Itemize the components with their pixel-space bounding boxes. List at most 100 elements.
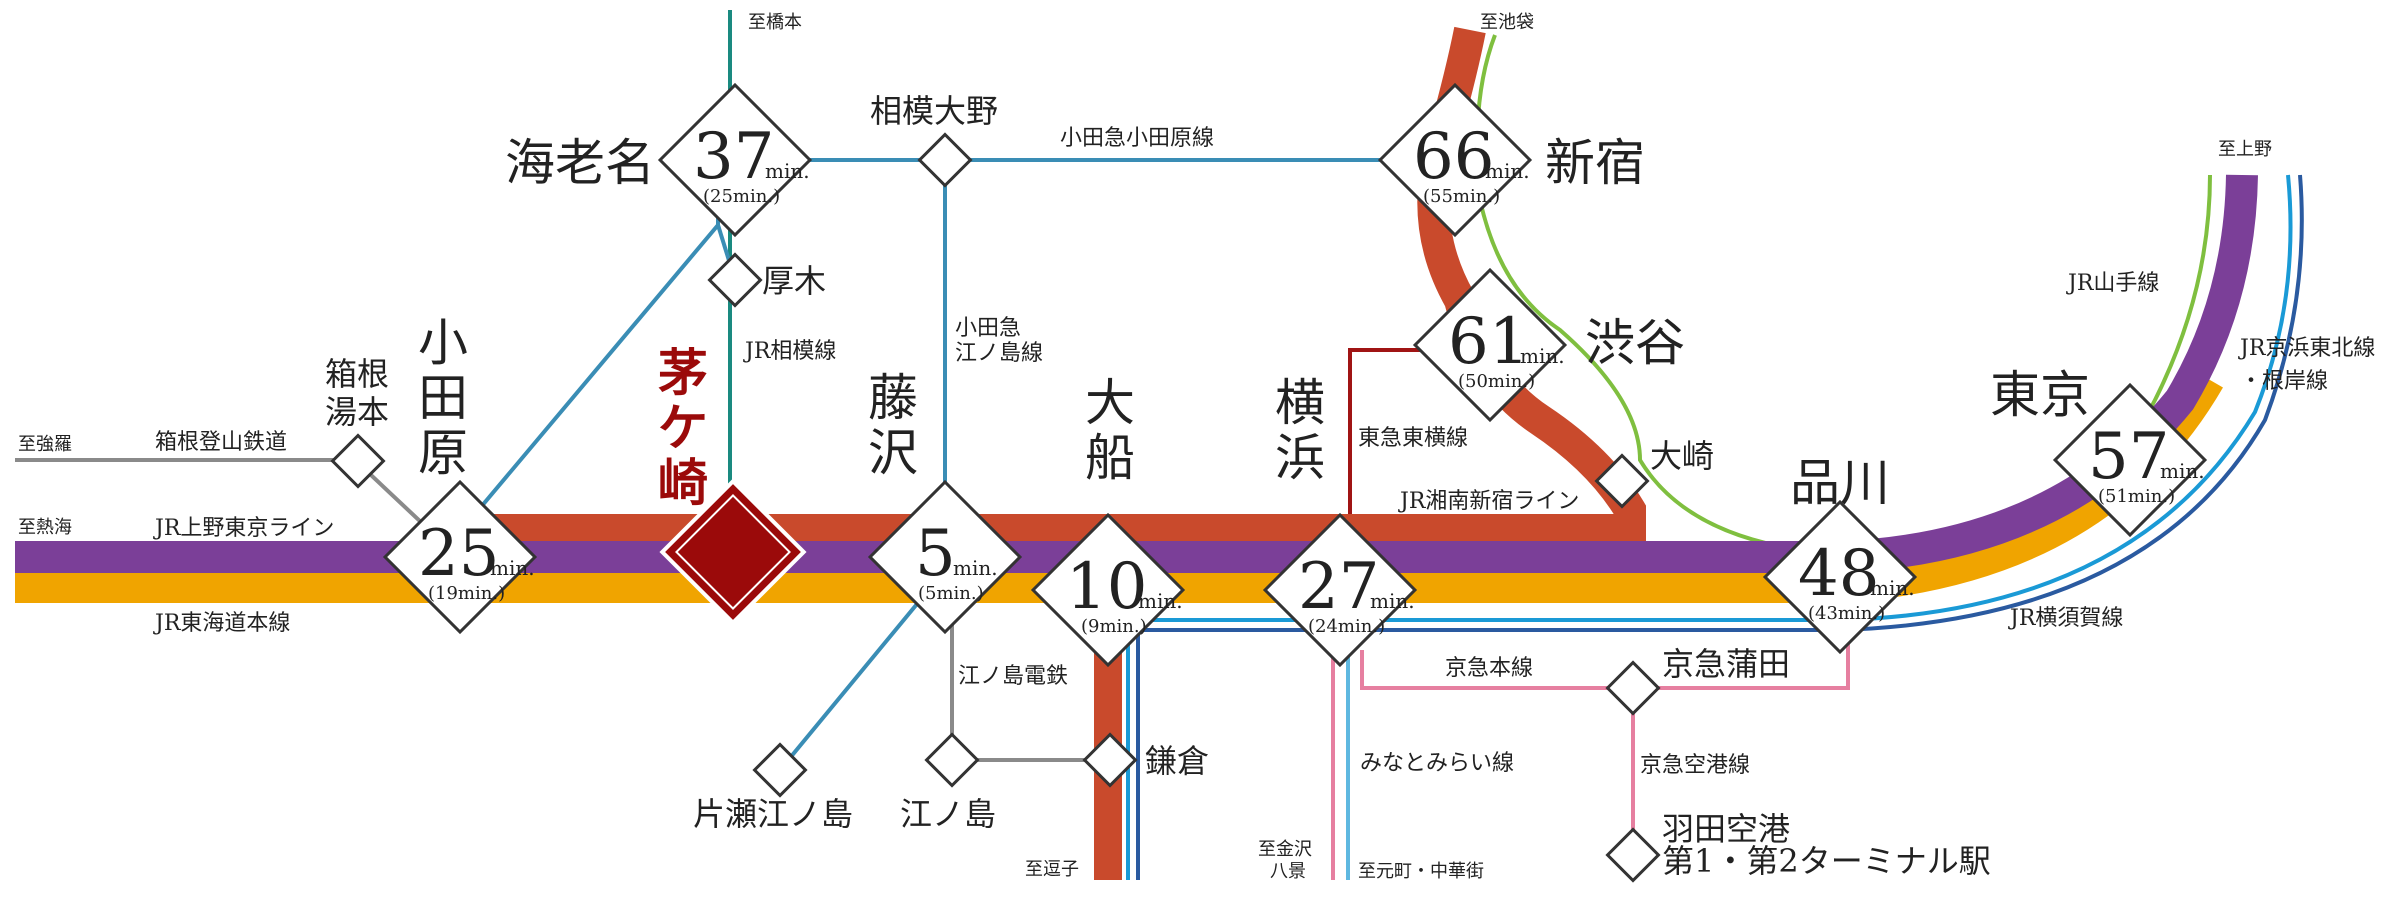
station-katase-enoshima: 片瀬江ノ島 xyxy=(693,795,853,833)
svg-text:min.: min. xyxy=(490,556,535,580)
label-odakyu-enoshima-1: 小田急 xyxy=(955,316,1021,341)
station-marker-keikyu-kamata[interactable] xyxy=(1605,660,1661,716)
jr-keihin-tohoku-line xyxy=(1126,174,2293,880)
svg-text:25: 25 xyxy=(418,517,499,591)
svg-text:min.: min. xyxy=(765,159,810,183)
time-badge-shibuya[interactable]: 61 min. (50min.) xyxy=(1412,267,1568,423)
small-station-labels: 箱根 湯本 相模大野 厚木 大崎 京急蒲田 羽田空港 第1・第2ターミナル駅 鎌… xyxy=(325,92,1991,880)
station-marker-katase-enoshima[interactable] xyxy=(752,742,808,798)
station-shibuya: 渋谷 xyxy=(1585,314,1685,372)
svg-text:(9min.): (9min.) xyxy=(1081,616,1147,637)
label-jr-shonan-shinjuku: JR湘南新宿ライン xyxy=(1398,489,1579,514)
label-keikyu-main: 京急本線 xyxy=(1445,656,1533,681)
label-jr-sagami: JR相模線 xyxy=(743,339,836,364)
station-atsugi: 厚木 xyxy=(762,262,826,300)
svg-text:(5min.): (5min.) xyxy=(918,583,984,604)
station-haneda-sub: 第1・第2ターミナル駅 xyxy=(1662,842,1991,880)
svg-text:5: 5 xyxy=(915,517,956,591)
station-hakone-yumoto-2: 湯本 xyxy=(325,393,389,431)
time-badge-shinjuku[interactable]: 66 min. (55min.) xyxy=(1377,82,1533,238)
keikyu-main-line xyxy=(1360,640,1850,690)
station-marker-hakone-yumoto[interactable] xyxy=(330,433,386,489)
svg-text:(19min.): (19min.) xyxy=(428,583,505,604)
station-enoshima: 江ノ島 xyxy=(900,795,996,833)
svg-text:37: 37 xyxy=(693,120,774,194)
station-ebina: 海老名 xyxy=(505,134,655,192)
svg-text:(24min.): (24min.) xyxy=(1308,616,1385,637)
svg-text:min.: min. xyxy=(953,556,998,580)
time-badge-ebina[interactable]: 37 min. (25min.) xyxy=(657,82,813,238)
svg-text:船: 船 xyxy=(1085,429,1135,487)
time-badge-yokohama[interactable]: 27 min. (24min.) xyxy=(1262,512,1418,668)
svg-text:min.: min. xyxy=(2160,459,2205,483)
svg-text:10: 10 xyxy=(1066,550,1147,624)
svg-text:藤: 藤 xyxy=(868,369,918,427)
station-marker-enoshima[interactable] xyxy=(924,732,980,788)
station-tokyo: 東京 xyxy=(1990,366,2090,424)
small-stations xyxy=(330,132,1661,883)
svg-text:(43min.): (43min.) xyxy=(1808,603,1885,624)
svg-text:小: 小 xyxy=(418,314,468,372)
time-badge-shinagawa[interactable]: 48 min. (43min.) xyxy=(1762,499,1918,655)
odakyu-enoshima-line xyxy=(778,160,947,772)
label-odakyu-odawara: 小田急小田原線 xyxy=(1060,126,1214,151)
jr-yamanote-line xyxy=(1475,34,2212,558)
svg-text:(50min.): (50min.) xyxy=(1458,371,1535,392)
svg-text:浜: 浜 xyxy=(1275,429,1325,487)
label-keihin-tohoku-2: ・根岸線 xyxy=(2240,369,2328,394)
jr-yokosuka-line xyxy=(1136,174,2304,880)
time-badge-tokyo[interactable]: 57 min. (51min.) xyxy=(2052,382,2208,538)
station-kamakura: 鎌倉 xyxy=(1145,742,1209,780)
dest-kanazawa-2: 八景 xyxy=(1270,861,1306,882)
svg-text:48: 48 xyxy=(1798,537,1879,611)
label-yokosuka: JR横須賀線 xyxy=(2008,606,2123,631)
dest-atami: 至熱海 xyxy=(18,517,72,538)
svg-text:57: 57 xyxy=(2088,420,2169,494)
svg-text:(55min.): (55min.) xyxy=(1423,186,1500,207)
svg-text:沢: 沢 xyxy=(868,424,918,482)
label-keikyu-airport: 京急空港線 xyxy=(1640,753,1750,778)
station-keikyu-kamata: 京急蒲田 xyxy=(1662,645,1790,683)
chigasaki-station[interactable] xyxy=(659,478,807,626)
label-jr-tokaido: JR東海道本線 xyxy=(153,611,290,636)
station-marker-kamakura[interactable] xyxy=(1082,732,1138,788)
station-marker-atsugi[interactable] xyxy=(707,252,763,308)
svg-text:61: 61 xyxy=(1448,305,1529,379)
label-tokyu-toyoko: 東急東横線 xyxy=(1358,426,1468,451)
svg-text:崎: 崎 xyxy=(658,453,708,512)
destinations: 至橋本 至池袋 至上野 至強羅 至熱海 至逗子 至金沢 八景 至元町・中華街 xyxy=(18,12,2272,882)
station-sagamiono: 相模大野 xyxy=(870,92,998,130)
svg-text:min.: min. xyxy=(1520,344,1565,368)
svg-text:茅: 茅 xyxy=(658,343,708,402)
station-hakone-yumoto-1: 箱根 xyxy=(325,355,389,393)
svg-text:(25min.): (25min.) xyxy=(703,186,780,207)
time-badge-odawara[interactable]: 25 min. (19min.) xyxy=(382,479,538,635)
station-shinjuku: 新宿 xyxy=(1545,134,1645,192)
dest-kanazawa-1: 至金沢 xyxy=(1258,839,1312,860)
svg-text:min.: min. xyxy=(1870,576,1915,600)
major-station-labels: 小 田 原 藤 沢 大 船 横 浜 海老名 新宿 渋谷 品川 東京 xyxy=(418,134,2090,512)
time-badges: 25 min. (19min.) 37 min. (25min.) 66 min… xyxy=(382,82,2208,668)
svg-text:min.: min. xyxy=(1138,589,1183,613)
station-marker-haneda[interactable] xyxy=(1605,827,1661,883)
dest-gora: 至強羅 xyxy=(18,434,72,455)
svg-text:min.: min. xyxy=(1485,159,1530,183)
label-enoden: 江ノ島電鉄 xyxy=(958,664,1068,689)
station-marker-sagamiono[interactable] xyxy=(917,132,973,188)
label-jr-ueno-tokyo: JR上野東京ライン xyxy=(153,516,334,541)
time-badge-fujisawa[interactable]: 5 min. (5min.) xyxy=(867,479,1023,635)
dest-ikebukuro: 至池袋 xyxy=(1480,12,1534,33)
label-odakyu-enoshima-2: 江ノ島線 xyxy=(955,341,1043,366)
dest-ueno: 至上野 xyxy=(2218,139,2272,160)
station-haneda: 羽田空港 xyxy=(1662,810,1790,848)
station-marker-osaki[interactable] xyxy=(1594,453,1650,509)
svg-text:27: 27 xyxy=(1298,550,1379,624)
time-badge-ofuna[interactable]: 10 min. (9min.) xyxy=(1030,512,1186,668)
station-osaki: 大崎 xyxy=(1650,437,1714,475)
label-keihin-tohoku-1: JR京浜東北線 xyxy=(2238,336,2375,361)
line-labels: 箱根登山鉄道 JR上野東京ライン JR東海道本線 JR相模線 小田急小田原線 小… xyxy=(153,126,2375,778)
svg-text:原: 原 xyxy=(418,424,468,482)
svg-text:ケ: ケ xyxy=(658,398,708,457)
svg-text:(51min.): (51min.) xyxy=(2098,486,2175,507)
